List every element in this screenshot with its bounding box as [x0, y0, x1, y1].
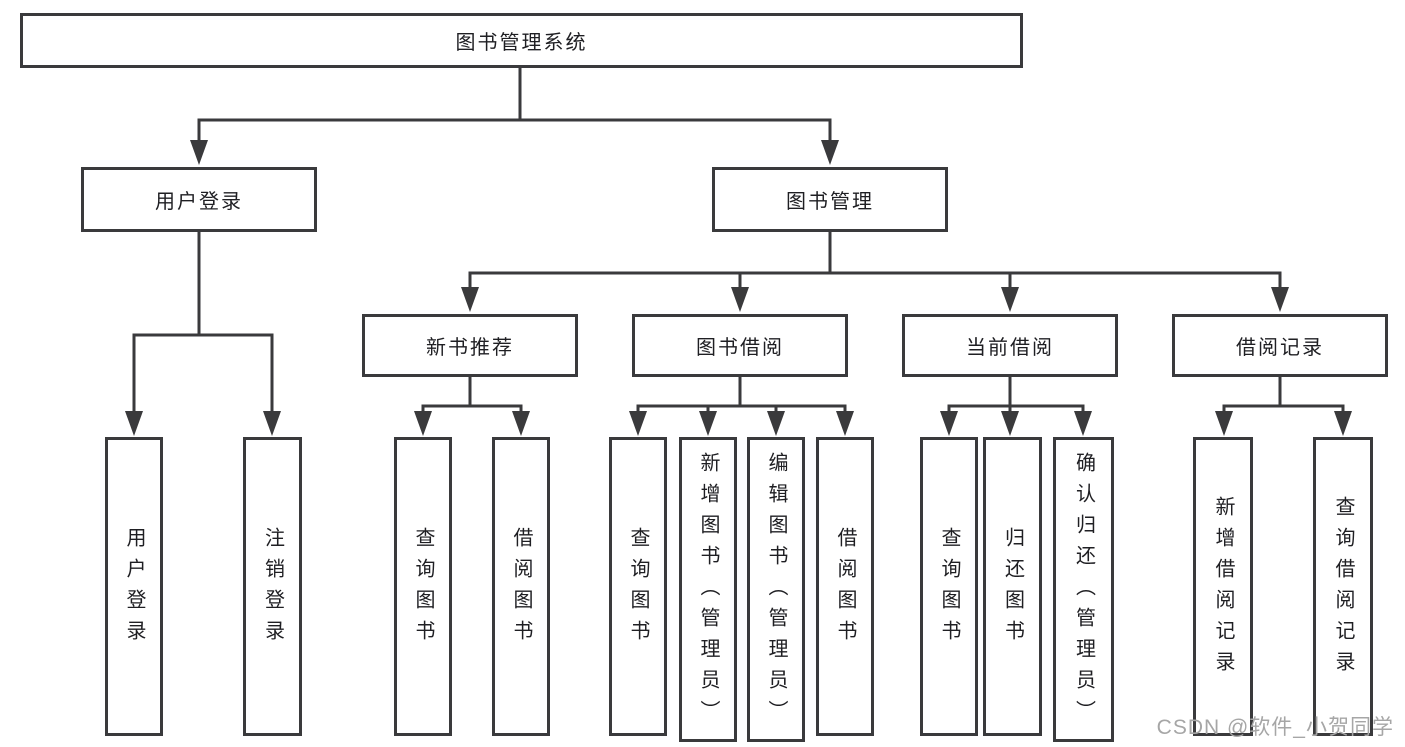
node-borrowing-records: 借阅记录	[1172, 314, 1388, 377]
node-current-borrowing: 当前借阅	[902, 314, 1118, 377]
leaf-logout: 注销登录	[243, 437, 302, 736]
node-new-book-recommend: 新书推荐	[362, 314, 578, 377]
node-root-library-system: 图书管理系统	[20, 13, 1023, 68]
leaf-query-book-recommend: 查询图书	[394, 437, 452, 736]
leaf-query-book-borrowing: 查询图书	[609, 437, 667, 736]
leaf-query-borrow-record: 查询借阅记录	[1313, 437, 1373, 736]
csdn-watermark: CSDN @软件_小贺同学	[1156, 716, 1394, 739]
leaf-return-book: 归还图书	[983, 437, 1042, 736]
leaf-add-book-admin: 新增图书（管理员）	[679, 437, 737, 742]
leaf-user-login: 用户登录	[105, 437, 163, 736]
leaf-borrow-book-recommend: 借阅图书	[492, 437, 550, 736]
leaf-add-borrow-record: 新增借阅记录	[1193, 437, 1253, 736]
node-book-management: 图书管理	[712, 167, 948, 232]
leaf-confirm-return-admin: 确认归还（管理员）	[1053, 437, 1114, 742]
node-book-borrowing: 图书借阅	[632, 314, 848, 377]
leaf-borrow-book: 借阅图书	[816, 437, 874, 736]
leaf-edit-book-admin: 编辑图书（管理员）	[747, 437, 805, 742]
node-user-login-branch: 用户登录	[81, 167, 317, 232]
leaf-query-book-current: 查询图书	[920, 437, 978, 736]
